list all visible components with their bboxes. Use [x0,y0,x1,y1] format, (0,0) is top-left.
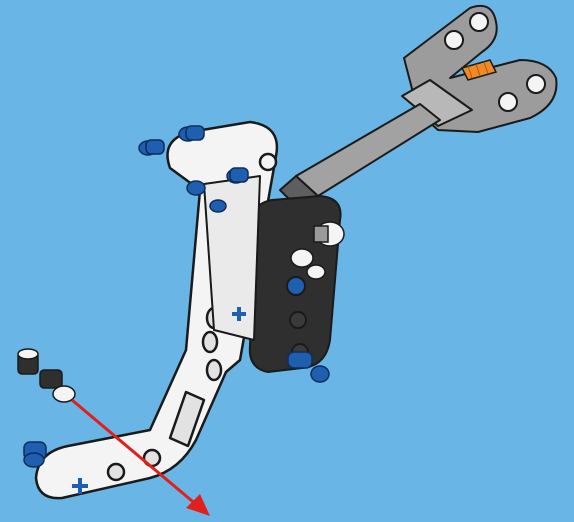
white-straight-beam-icon [204,176,260,340]
